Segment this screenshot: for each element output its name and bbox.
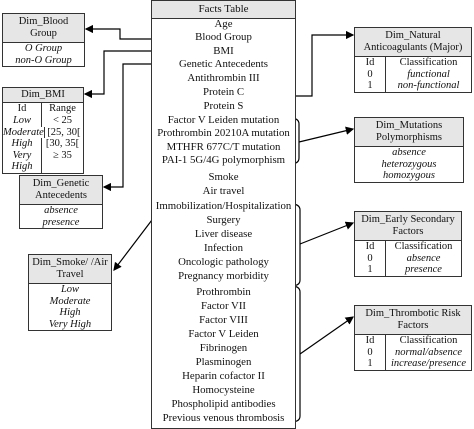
- early-class: absence: [406, 252, 441, 264]
- dim-thrombotic-risk-factors: Dim_Thrombotic Risk Factors Id Classific…: [354, 305, 472, 371]
- dim-bmi: Dim_BMI Id Range Low < 25 Moderate [25, …: [2, 87, 84, 174]
- bmi-range: [30, 35[: [45, 138, 80, 150]
- dim-mutations-title: Dim_Mutations Polymorphisms: [355, 118, 463, 147]
- genetic-link: [102, 63, 165, 192]
- fact-blood-group: Blood Group: [195, 31, 252, 43]
- fact-mthfr: MTHFR 677C/T mutation: [166, 141, 281, 153]
- thrombotic-class: increase/presence: [390, 358, 467, 370]
- fact-oncologic: Oncologic pathology: [178, 256, 269, 268]
- natural-id: 0: [355, 68, 386, 81]
- fact-age: Age: [214, 18, 233, 30]
- fact-homocysteine: Homocysteine: [192, 384, 255, 396]
- early-id: 0: [355, 252, 386, 265]
- natural-class: non-functional: [397, 80, 460, 92]
- dim-mutations-polymorphisms: Dim_Mutations Polymorphisms absence hete…: [354, 117, 464, 183]
- fact-immobilization: Immobilization/Hospitalization: [155, 200, 292, 212]
- bmi-id: Moderate: [3, 126, 45, 139]
- dim-smoke-title: Dim_Smoke/ /Air Travel: [29, 255, 111, 284]
- bmi-id: Very High: [3, 149, 42, 173]
- smoke-value: Very High: [48, 318, 92, 330]
- fact-protein-c: Protein C: [202, 86, 245, 98]
- fact-air-travel: Air travel: [202, 185, 245, 197]
- bmi-col-id: Id: [3, 103, 42, 115]
- early-id: 1: [355, 264, 386, 276]
- dim-blood-group: Dim_Blood Group O Group non-O Group: [2, 13, 85, 68]
- fact-factor-v-leiden: Factor V Leiden: [188, 328, 259, 340]
- fact-smoke: Smoke: [208, 171, 239, 183]
- blood-group-link: [84, 24, 160, 40]
- fact-surgery: Surgery: [206, 214, 241, 226]
- thrombotic-link: [299, 316, 354, 355]
- fact-factor-vii: Factor VII: [200, 300, 247, 312]
- bmi-range: ≥ 35: [53, 149, 72, 161]
- fact-factor-viii: Factor VIII: [199, 314, 248, 326]
- dim-blood-group-title: Dim_Blood Group: [3, 14, 84, 43]
- fact-pregnancy: Pregnancy morbidity: [178, 270, 269, 282]
- dim-genetic-antecedents: Dim_Genetic Antecedents absence presence: [19, 175, 103, 230]
- natural-class: functional: [407, 68, 450, 80]
- mutations-value: homozygous: [383, 170, 435, 182]
- smoke-value: Low: [60, 284, 80, 295]
- dim-genetic-title: Dim_Genetic Antecedents: [20, 176, 102, 205]
- dim-early-title: Dim_Early Secondary Factors: [355, 212, 461, 241]
- bmi-id: Low: [3, 115, 42, 127]
- bmi-col-range: Range: [49, 103, 76, 114]
- fact-genetic-antecedents: Genetic Antecedents: [178, 58, 269, 70]
- bmi-id: High: [3, 138, 42, 150]
- thrombotic-col-id: Id: [355, 335, 386, 347]
- smoke-value: High: [59, 307, 81, 319]
- bmi-range: < 25: [52, 115, 73, 126]
- blood-group-value: O Group: [24, 43, 63, 54]
- early-col-id: Id: [355, 241, 386, 253]
- fact-prothrombin: Prothrombin: [196, 286, 251, 298]
- thrombotic-id: 0: [355, 346, 386, 359]
- bmi-link: [83, 50, 174, 99]
- fact-heparin: Heparin cofactor II: [182, 370, 265, 382]
- dim-thrombotic-title: Dim_Thrombotic Risk Factors: [355, 306, 471, 335]
- natural-id: 1: [355, 80, 386, 92]
- fact-antithrombin: Antithrombin III: [187, 72, 260, 84]
- fact-pai1: PAI-1 5G/4G polymorphism: [161, 154, 286, 166]
- thrombotic-class: normal/absence: [394, 346, 463, 358]
- thrombotic-id: 1: [355, 358, 386, 370]
- smoke-value: Moderate: [49, 295, 91, 307]
- mutations-link: [298, 126, 355, 143]
- fact-phospholipid: Phospholipid antibodies: [171, 398, 276, 410]
- dim-bmi-title: Dim_BMI: [3, 88, 83, 103]
- fact-plasminogen: Plasminogen: [195, 356, 252, 368]
- blood-group-value: non-O Group: [15, 54, 72, 66]
- fact-factor-v-leiden-mutation: Factor V Leiden mutation: [167, 114, 280, 126]
- mutations-value: heterozygous: [381, 158, 437, 170]
- genetic-value: absence: [44, 205, 78, 216]
- fact-liver-disease: Liver disease: [194, 228, 253, 240]
- fact-protein-s: Protein S: [203, 100, 244, 112]
- natural-col-class: Classification: [399, 57, 458, 68]
- genetic-value: presence: [42, 216, 80, 228]
- natural-col-id: Id: [355, 57, 386, 69]
- early-link: [299, 221, 355, 245]
- mutations-value: absence: [392, 147, 426, 158]
- dim-smoke-air-travel: Dim_Smoke/ /Air Travel Low Moderate High…: [28, 254, 112, 332]
- bmi-range: [25, 30[: [47, 126, 81, 138]
- fact-infection: Infection: [204, 242, 243, 254]
- dim-natural-anticoagulants: Dim_Natural Anticoagulants (Major) Id Cl…: [354, 27, 472, 93]
- fact-prothrombin-mutation: Prothrombin 20210A mutation: [157, 127, 290, 139]
- facts-table: Facts Table Age Blood Group BMI Genetic …: [151, 0, 296, 429]
- natural-link: [281, 30, 355, 97]
- dim-early-secondary-factors: Dim_Early Secondary Factors Id Classific…: [354, 211, 462, 277]
- fact-fibrinogen: Fibrinogen: [199, 342, 248, 354]
- facts-table-title: Facts Table: [152, 1, 295, 19]
- early-class: presence: [405, 264, 442, 276]
- dim-natural-title: Dim_Natural Anticoagulants (Major): [355, 28, 471, 57]
- fact-bmi: BMI: [213, 45, 234, 57]
- fact-previous-vt: Previous venous thrombosis: [162, 412, 285, 424]
- thrombotic-col-class: Classification: [399, 335, 458, 346]
- early-col-class: Classification: [394, 241, 453, 252]
